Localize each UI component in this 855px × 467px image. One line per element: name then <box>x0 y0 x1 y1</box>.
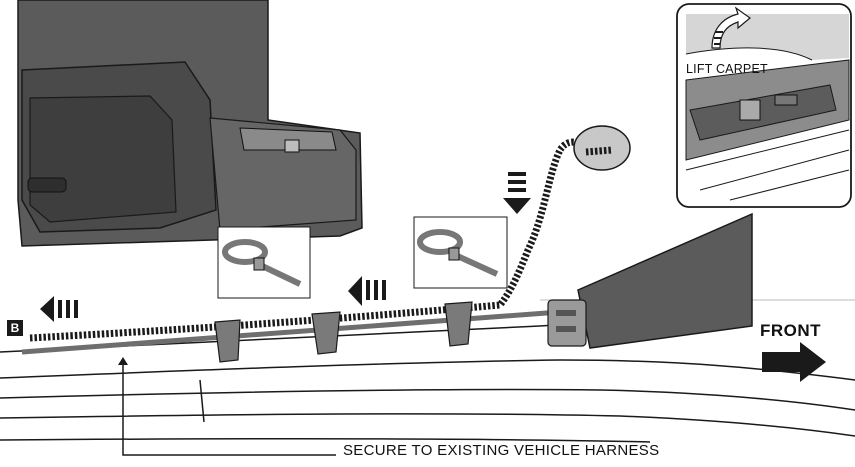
sensor-puck-icon <box>574 126 630 170</box>
zip-tie-icon <box>218 227 310 298</box>
seat-shape <box>18 0 362 246</box>
harness-clips <box>215 302 472 362</box>
front-bracket <box>548 214 752 348</box>
direction-arrow-icon <box>40 296 78 322</box>
secure-harness-note: SECURE TO EXISTING VEHICLE HARNESS <box>343 442 659 459</box>
lift-carpet-label: LIFT CARPET <box>686 62 768 76</box>
lift-carpet-inset <box>677 4 851 207</box>
direction-arrow-icon <box>503 172 531 214</box>
callout-badge-b: B <box>7 320 23 336</box>
direction-arrow-icon <box>348 276 386 306</box>
zip-tie-icon <box>414 217 507 288</box>
front-label: FRONT <box>760 321 821 341</box>
